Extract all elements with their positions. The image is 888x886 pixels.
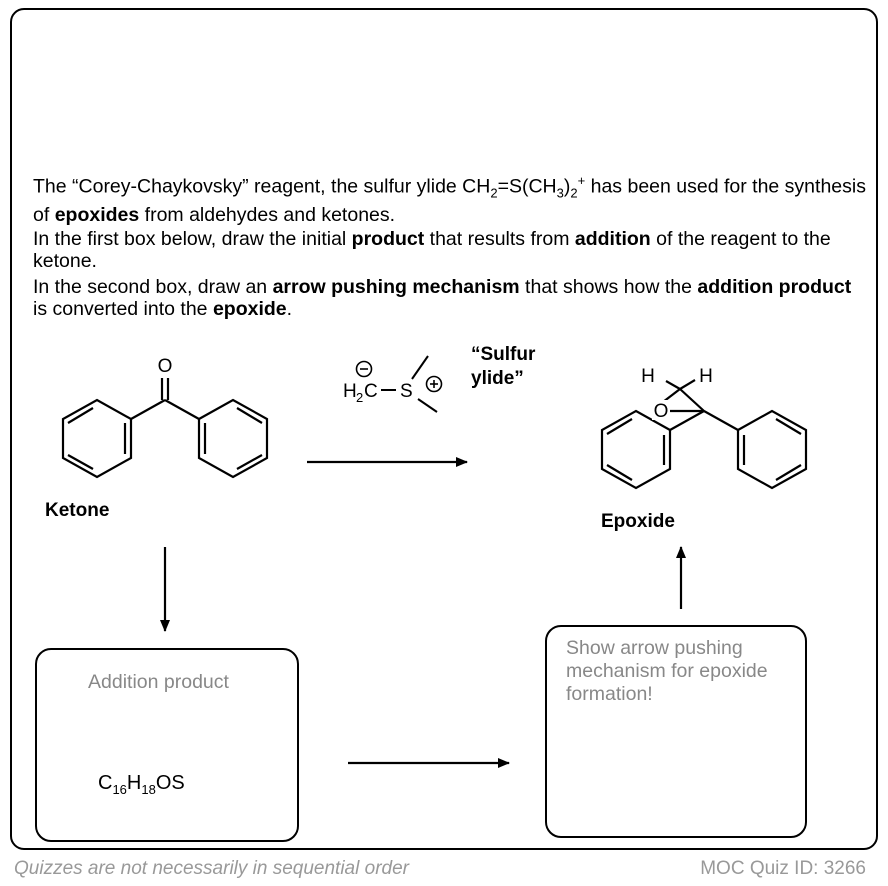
negative-charge-icon xyxy=(355,360,373,378)
reagent-h-label: H xyxy=(343,381,357,402)
ketone-structure xyxy=(61,378,269,479)
reagent-c-label: C xyxy=(364,381,378,402)
ketone-oxygen-label: O xyxy=(158,356,173,377)
quiz-id: MOC Quiz ID: 3266 xyxy=(700,858,866,879)
epoxide-label: Epoxide xyxy=(601,511,675,532)
epoxide-h1-label: H xyxy=(641,366,655,387)
mechanism-placeholder: Show arrow pushing mechanism for epoxide… xyxy=(566,637,768,705)
footer-disclaimer: Quizzes are not necessarily in sequentia… xyxy=(14,858,409,879)
reagent-s-label: S xyxy=(400,381,413,402)
addition-product-box[interactable]: Addition product C16H18OS xyxy=(35,648,299,842)
quiz-frame xyxy=(10,8,878,850)
reagent-label-line1: “Sulfur xyxy=(471,344,536,365)
epoxide-h2-label: H xyxy=(699,366,713,387)
intro-paragraph-3: In the second box, draw an arrow pushing… xyxy=(33,276,852,320)
addition-placeholder: Addition product xyxy=(88,671,229,693)
intro-paragraph-1: The “Corey-Chaykovsky” reagent, the sulf… xyxy=(33,173,866,227)
sulfur-ylide-structure: H 2 C S xyxy=(343,355,443,413)
reagent-label-line2: ylide” xyxy=(471,368,524,389)
epoxides-emphasis: epoxides xyxy=(54,204,140,227)
positive-charge-icon xyxy=(425,375,443,393)
mechanism-box[interactable]: Show arrow pushing mechanism for epoxide… xyxy=(545,625,807,838)
addition-formula: C16H18OS xyxy=(98,772,185,797)
ketone-label: Ketone xyxy=(45,500,110,521)
epoxide-oxygen-label: O xyxy=(654,401,669,422)
epoxide-structure xyxy=(600,379,808,490)
svg-text:2: 2 xyxy=(356,390,363,405)
intro-paragraph-2: In the first box below, draw the initial… xyxy=(33,228,831,272)
